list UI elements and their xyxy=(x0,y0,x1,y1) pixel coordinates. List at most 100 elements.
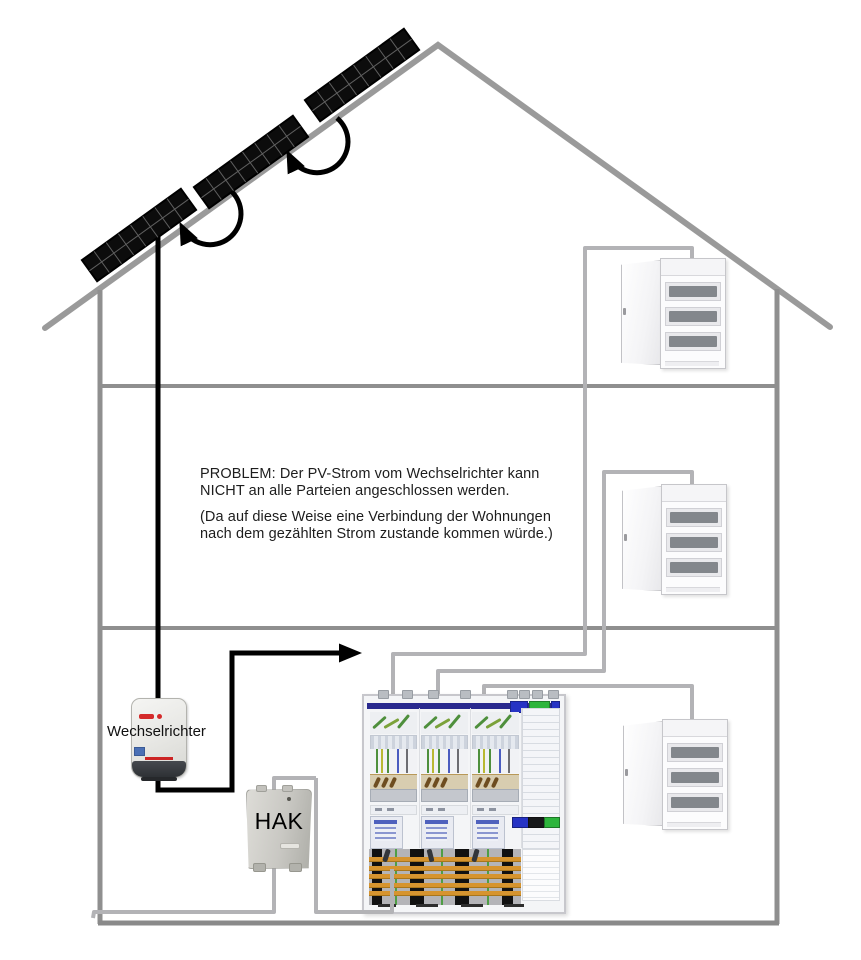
wiring-loops xyxy=(370,712,417,734)
breaker-strip xyxy=(669,311,717,322)
hak-foot xyxy=(289,863,302,872)
electricity-meter xyxy=(472,816,505,849)
solar-panel-2 xyxy=(192,114,310,210)
wiring-loops xyxy=(472,712,519,734)
cabinet-terminal-lug xyxy=(507,690,518,699)
breaker-row xyxy=(665,282,721,301)
type-label xyxy=(378,904,396,907)
rotation-arrow-upper xyxy=(286,116,351,176)
cabinet-top-busbar-cover xyxy=(367,703,557,709)
inverter-label: Wechselrichter xyxy=(107,723,206,740)
copper-busbar xyxy=(369,866,521,871)
cabinet-base xyxy=(667,822,721,827)
electricity-meter xyxy=(370,816,403,849)
cabinet-terminal-lug xyxy=(532,690,543,699)
hak-label: HAK xyxy=(254,808,304,834)
distribution-box-floor2 xyxy=(621,484,727,597)
breaker-strip xyxy=(671,747,719,758)
label-strip xyxy=(370,805,417,815)
device-black xyxy=(528,817,545,828)
inverter-connection-area xyxy=(132,761,186,777)
hak-hinge xyxy=(256,785,267,792)
hak-foot xyxy=(253,863,266,872)
door-handle xyxy=(623,308,626,315)
terminal-row xyxy=(370,735,417,750)
copper-busbar xyxy=(369,883,521,888)
meter-column xyxy=(420,708,471,849)
cabinet-lid xyxy=(662,485,726,502)
hak-house-connection-box: HAK xyxy=(246,785,312,872)
solar-panel-3 xyxy=(303,27,421,123)
breaker-row xyxy=(667,793,723,812)
cabinet-terminal-lug xyxy=(428,690,439,699)
reserve-panel-column xyxy=(522,708,560,850)
cabinet-lid xyxy=(663,720,727,737)
cabinet-lid xyxy=(661,259,725,276)
problem-line: NICHT an alle Parteien angeschlossen wer… xyxy=(200,483,510,499)
cabinet-body xyxy=(662,719,728,830)
breaker-row xyxy=(665,307,721,326)
terminal-block xyxy=(472,789,519,802)
copper-busbar xyxy=(369,874,521,879)
breaker-strip xyxy=(670,512,718,523)
wire-bundle-row xyxy=(370,774,417,789)
type-label xyxy=(504,904,524,907)
distribution-box-floor3 xyxy=(620,258,726,371)
inverter-display xyxy=(134,747,145,756)
cabinet-body xyxy=(661,484,727,595)
label-strip xyxy=(421,805,468,815)
wire-hak-to-grid xyxy=(91,864,276,919)
cabinet-terminal-lug xyxy=(519,690,530,699)
inverter-brand-dot xyxy=(157,714,162,719)
note-line: nach dem gezählten Strom zustande kommen… xyxy=(200,526,553,542)
terminal-row xyxy=(421,735,468,750)
door-handle xyxy=(624,534,627,541)
meter-cabinet xyxy=(362,690,566,914)
vertical-wiring xyxy=(421,749,468,773)
device-green xyxy=(544,817,560,828)
inverter-base xyxy=(141,777,177,781)
rotation-arrow-lower xyxy=(179,188,244,248)
vertical-wiring xyxy=(370,749,417,773)
breaker-strip xyxy=(671,772,719,783)
copper-busbar xyxy=(369,857,521,862)
electricity-meter xyxy=(421,816,454,849)
cabinet-door xyxy=(622,486,663,591)
hak-handle-slot xyxy=(280,843,300,849)
meter-column xyxy=(471,708,522,849)
breaker-row xyxy=(667,743,723,762)
wire-bundle-row xyxy=(472,774,519,789)
type-label xyxy=(461,904,483,907)
bottom-right-panel xyxy=(522,849,560,901)
meter-column xyxy=(369,708,420,849)
problem-annotation: PROBLEM: Der PV-Strom vom Wechselrichter… xyxy=(200,466,553,543)
cabinet-terminal-lug xyxy=(548,690,559,699)
copper-busbar xyxy=(369,891,521,896)
breaker-row xyxy=(665,332,721,351)
cabinet-base xyxy=(666,587,720,592)
hak-hinge xyxy=(282,785,293,792)
inverter-red-stripe xyxy=(145,757,173,760)
terminal-block xyxy=(421,789,468,802)
terminal-block xyxy=(370,789,417,802)
terminal-row xyxy=(472,735,519,750)
label-strip xyxy=(472,805,519,815)
breaker-row xyxy=(666,533,722,552)
solar-panel-1 xyxy=(80,187,198,283)
busbar-zone xyxy=(369,849,521,905)
breaker-strip xyxy=(670,537,718,548)
hak-lock xyxy=(287,797,291,801)
cabinet-door xyxy=(623,721,664,826)
breaker-row xyxy=(666,558,722,577)
door-handle xyxy=(625,769,628,776)
cabinet-terminal-lug xyxy=(402,690,413,699)
wire-bundle-row xyxy=(421,774,468,789)
breaker-row xyxy=(667,768,723,787)
cabinet-door xyxy=(621,260,662,365)
breaker-strip xyxy=(669,336,717,347)
problem-line: PROBLEM: Der PV-Strom vom Wechselrichter… xyxy=(200,466,540,482)
breaker-strip xyxy=(670,562,718,573)
breaker-row xyxy=(666,508,722,527)
distribution-box-floor1 xyxy=(622,719,728,832)
